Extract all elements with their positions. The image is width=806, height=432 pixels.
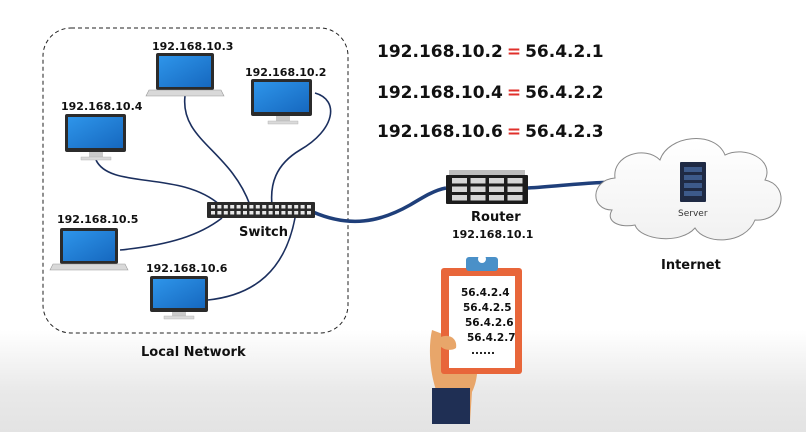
lan-cables: [95, 92, 332, 301]
cable-pc-10-3: [183, 95, 251, 206]
local-network-boundary: [42, 27, 349, 334]
switch-port: [287, 205, 292, 209]
server-icon: [680, 162, 706, 202]
switch-port: [217, 211, 222, 215]
ip-label-192-168-10-3: 192.168.10.3: [152, 40, 234, 53]
clipboard-entry: 56.4.2.7: [467, 332, 516, 344]
computer-192-168-10-3: [145, 53, 225, 97]
switch-port: [275, 211, 279, 215]
switch-port: [236, 205, 241, 209]
switch-port: [243, 211, 247, 215]
clipboard-illustration: [429, 255, 522, 424]
computer-192-168-10-5: [49, 228, 129, 271]
switch-port: [275, 205, 279, 209]
nat-private-ip: 192.168.10.6: [377, 122, 503, 142]
nat-row-3: 192.168.10.6=56.4.2.3: [377, 122, 604, 142]
router-drive-bay: [489, 178, 504, 184]
clipboard-paper: [449, 276, 515, 368]
nat-equals: =: [506, 83, 522, 103]
switch-port: [262, 211, 267, 215]
router-drive-bay: [470, 195, 486, 201]
switch-port: [223, 211, 228, 215]
router-label: Router: [471, 210, 521, 225]
switch-port: [211, 211, 215, 215]
switch-port: [255, 211, 260, 215]
switch-port: [230, 211, 235, 215]
nat-public-ip: 56.4.2.1: [525, 42, 604, 62]
switch-port: [249, 211, 254, 215]
switch-port: [281, 205, 286, 209]
nat-row-1: 192.168.10.2=56.4.2.1: [377, 42, 604, 62]
switch-device: [207, 202, 315, 218]
ip-label-192-168-10-2: 192.168.10.2: [245, 66, 327, 79]
nat-public-ip: 56.4.2.3: [525, 122, 604, 142]
clipboard-entry: ......: [471, 345, 495, 357]
switch-port: [217, 205, 222, 209]
server-label: Server: [678, 209, 708, 219]
switch-port: [236, 211, 241, 215]
router-drive-bay: [470, 178, 486, 184]
router-drive-bay: [507, 186, 523, 192]
switch-port: [294, 211, 299, 215]
ip-label-192-168-10-5: 192.168.10.5: [57, 213, 139, 226]
router-drive-bay: [507, 195, 523, 201]
nat-equals: =: [506, 122, 522, 142]
ip-label-192-168-10-4: 192.168.10.4: [61, 100, 143, 113]
switch-port: [249, 205, 254, 209]
router-ip-label: 192.168.10.1: [452, 228, 534, 241]
computer-192-168-10-4: [65, 114, 126, 161]
clipboard-clip: [466, 257, 498, 271]
router-drive-bay: [489, 186, 504, 192]
background-bottom-fade: [0, 330, 806, 432]
computer-192-168-10-2: [251, 79, 312, 125]
switch-port: [307, 211, 311, 215]
switch-port: [300, 205, 305, 209]
internet-label: Internet: [661, 258, 721, 273]
switch-port: [307, 205, 311, 209]
nat-row-2: 192.168.10.4=56.4.2.2: [377, 83, 604, 103]
nat-private-ip: 192.168.10.4: [377, 83, 503, 103]
nat-equals: =: [506, 42, 522, 62]
switch-port: [223, 205, 228, 209]
router-drive-bay: [489, 195, 504, 201]
switch-port: [268, 211, 273, 215]
clipboard-entry: 56.4.2.6: [465, 317, 514, 329]
cable-pc-10-2: [270, 92, 332, 206]
switch-port: [281, 211, 286, 215]
cable-pc-10-4: [95, 159, 221, 206]
router-drive-bay: [507, 178, 523, 184]
router-drive-bay: [452, 195, 467, 201]
clipboard-entry: 56.4.2.4: [461, 287, 510, 299]
cable-pc-10-5: [119, 217, 223, 251]
ip-label-192-168-10-6: 192.168.10.6: [146, 262, 228, 275]
router-drive-bay: [452, 186, 467, 192]
switch-port: [230, 205, 235, 209]
router-drive-bay: [452, 178, 467, 184]
router-drive-bay: [470, 186, 486, 192]
switch-label: Switch: [239, 225, 289, 240]
thumb: [436, 335, 457, 350]
switch-port: [268, 205, 273, 209]
cable-switch-router: [312, 186, 447, 224]
cable-pc-10-6: [207, 217, 296, 301]
switch-port: [243, 205, 247, 209]
switch-port: [255, 205, 260, 209]
switch-port: [300, 211, 305, 215]
switch-port: [211, 205, 215, 209]
nat-public-ip: 56.4.2.2: [525, 83, 604, 103]
local-network-label: Local Network: [141, 345, 246, 360]
sleeve: [432, 388, 470, 424]
switch-port: [294, 205, 299, 209]
computer-192-168-10-6: [150, 276, 208, 320]
switch-port: [287, 211, 292, 215]
router-device: [446, 170, 528, 204]
switch-port: [262, 205, 267, 209]
nat-private-ip: 192.168.10.2: [377, 42, 503, 62]
clipboard-entry: 56.4.2.5: [463, 302, 512, 314]
